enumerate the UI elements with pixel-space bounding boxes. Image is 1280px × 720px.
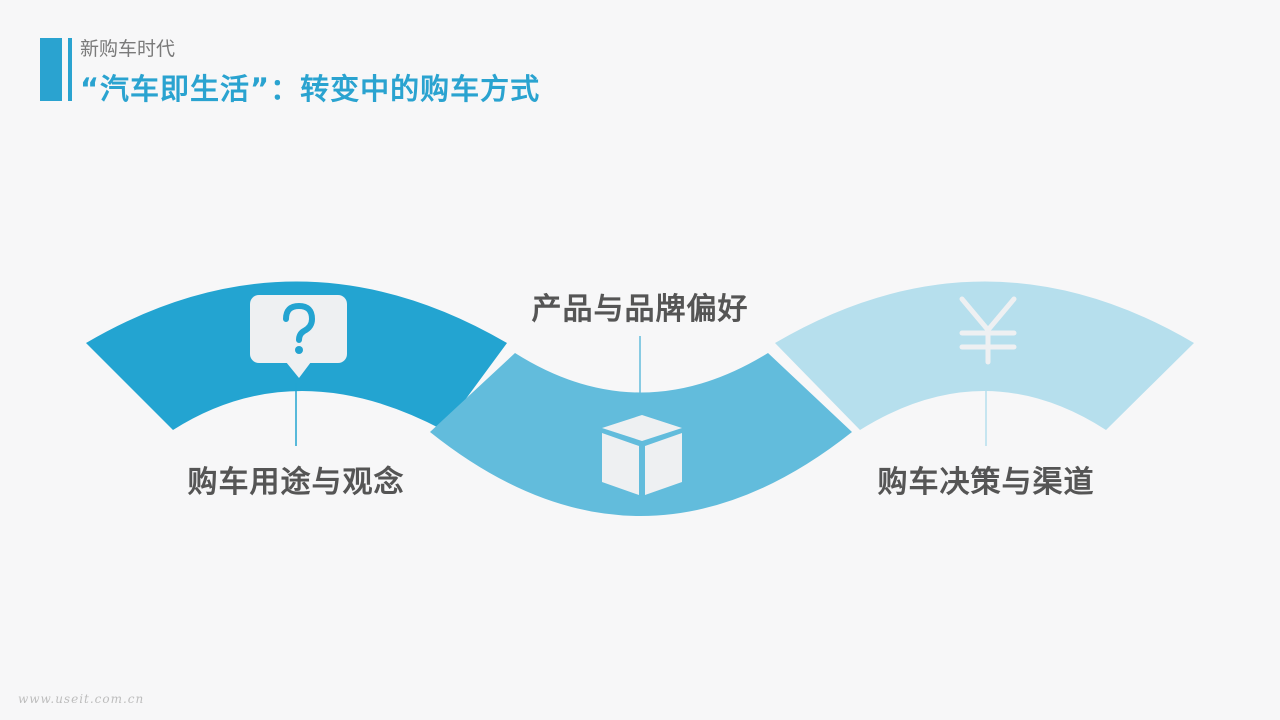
segment-right-label: 购车决策与渠道 [877,465,1095,500]
title-accent-bar [40,38,62,101]
question-speech-bubble-icon [250,295,347,378]
box-cube-icon [602,415,682,495]
slide-subtitle: 新购车时代 [80,38,176,60]
slide-title: “汽车即生活”：转变中的购车方式 [80,72,541,106]
segment-middle-label: 产品与品牌偏好 [531,292,749,327]
segment-left-label: 购车用途与观念 [187,465,405,500]
yen-icon [959,296,1017,365]
watermark-text: www.useit.com.cn [18,692,145,706]
title-accent-line [68,38,72,101]
segment-right-shape [775,281,1194,430]
